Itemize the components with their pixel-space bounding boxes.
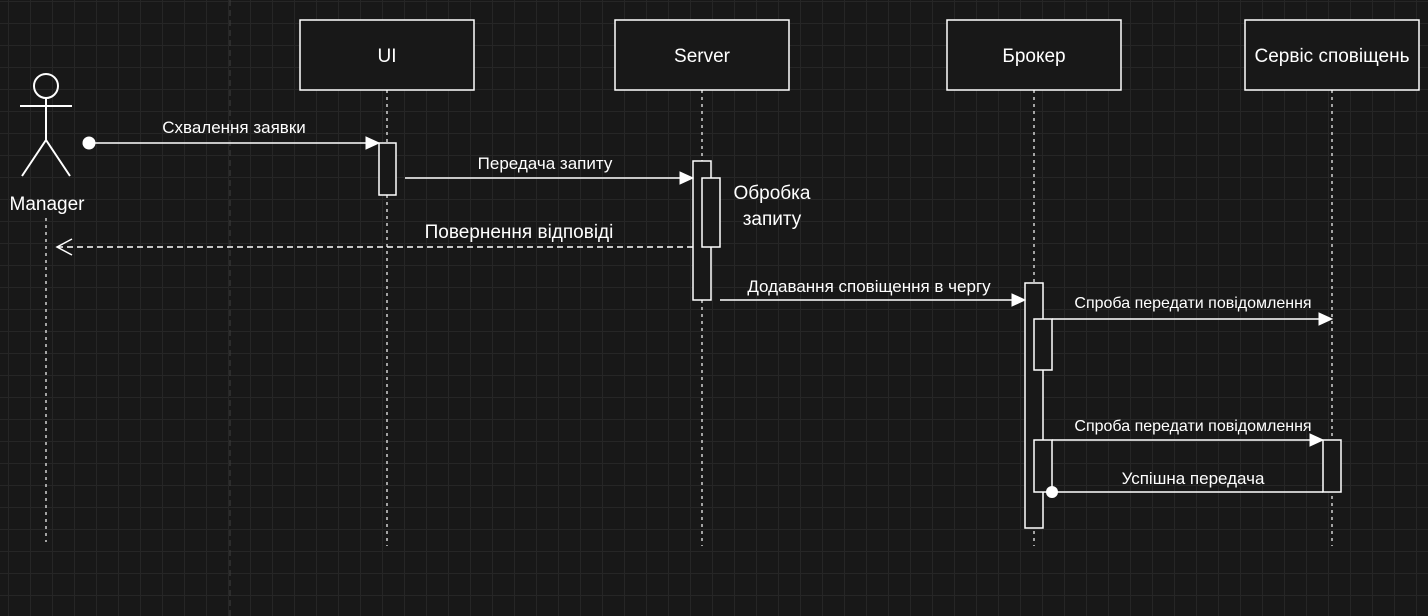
message-reply-label: Повернення відповіді: [425, 222, 614, 243]
participant-broker-label: Брокер: [1002, 46, 1065, 67]
message-attempt2-arrowhead: [1309, 433, 1325, 447]
activation-ui: [378, 142, 397, 196]
participant-server-label: Server: [674, 46, 731, 67]
message-success-label: Успішна передача: [1122, 469, 1265, 488]
actor-head: [33, 73, 59, 99]
activation-server-processing: [701, 177, 721, 248]
actor-manager: Manager: [10, 73, 86, 215]
message-approve-label: Схвалення заявки: [162, 118, 306, 137]
message-attempt1-label: Спроба передати повідомлення: [1074, 295, 1311, 312]
participant-server: Server: [614, 19, 790, 91]
message-approve-arrowhead: [365, 136, 381, 150]
message-enqueue: Додавання сповіщення в чергу: [720, 277, 1027, 307]
activation-broker-attempt1: [1033, 318, 1053, 371]
message-reply: Повернення відповіді: [55, 222, 693, 256]
participant-broker-box: [946, 19, 1122, 91]
activation-notify: [1322, 439, 1342, 493]
participant-broker: Брокер: [946, 19, 1122, 91]
participant-ui-label: UI: [378, 46, 397, 67]
actor-right-leg: [45, 139, 71, 177]
message-approve: Схвалення заявки: [82, 118, 381, 150]
participant-notify-box: [1244, 19, 1420, 91]
message-reply-arrowhead: [55, 238, 73, 256]
message-forward-arrowhead: [679, 171, 695, 185]
message-attempt2-label: Спроба передати повідомлення: [1074, 418, 1311, 435]
participant-server-box: [614, 19, 790, 91]
message-attempt2: Спроба передати повідомлення: [1052, 418, 1325, 447]
actor-left-leg: [21, 139, 47, 177]
message-enqueue-arrowhead: [1011, 293, 1027, 307]
message-enqueue-label: Додавання сповіщення в чергу: [747, 277, 991, 296]
participant-ui-box: [299, 19, 475, 91]
message-forward: Передача запиту: [405, 154, 695, 185]
message-forward-label: Передача запиту: [478, 154, 613, 173]
participant-ui: UI: [299, 19, 475, 91]
note-processing: Обробка запиту: [734, 183, 811, 230]
message-success: Успішна передача: [1046, 469, 1323, 498]
participant-notify-label: Сервіс сповіщень: [1255, 46, 1410, 67]
participant-notify: Сервіс сповіщень: [1244, 19, 1420, 91]
processing-label-line1: Обробка: [734, 183, 811, 204]
message-success-endpoint: [1046, 486, 1058, 498]
activation-broker-attempt2: [1033, 439, 1053, 493]
processing-label-line2: запиту: [743, 209, 802, 230]
message-attempt1-arrowhead: [1318, 312, 1334, 326]
actor-label: Manager: [10, 194, 86, 215]
message-attempt1: Спроба передати повідомлення: [1052, 295, 1334, 326]
